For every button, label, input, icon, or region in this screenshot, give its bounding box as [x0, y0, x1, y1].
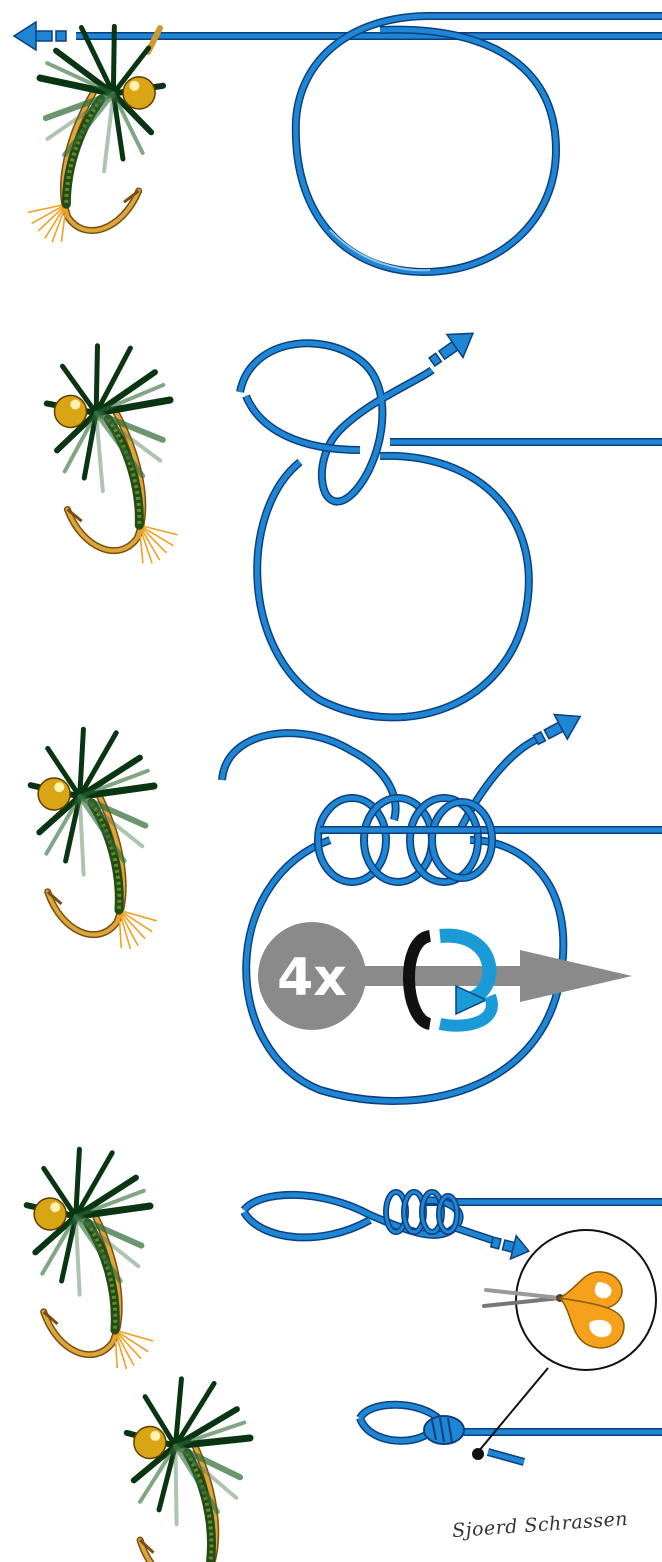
step-4 — [20, 1141, 662, 1562]
fishing-line — [218, 729, 662, 1105]
scissors-callout — [472, 1229, 657, 1460]
finished-knot — [423, 1415, 465, 1445]
step-2 — [38, 322, 662, 722]
fly-icon — [20, 1141, 172, 1380]
wrap-count-badge: 4x — [258, 922, 366, 1030]
fly-icon — [38, 335, 197, 577]
fly-icon — [7, 13, 173, 257]
fishing-line — [76, 12, 662, 277]
scissors-icon — [482, 1271, 625, 1349]
step-3: 4x — [24, 713, 662, 1105]
line-wraps — [383, 1189, 460, 1235]
fly-icon — [24, 721, 176, 960]
rotation-icon — [340, 928, 632, 1032]
direction-arrow-icon — [428, 332, 475, 368]
fishing-line — [236, 339, 662, 722]
direction-arrow-icon — [12, 20, 67, 52]
direction-arrow-icon — [489, 1234, 531, 1261]
direction-arrow-icon — [532, 713, 582, 746]
line-wraps — [314, 794, 496, 886]
wrap-count-label: 4x — [277, 948, 347, 1008]
step-1 — [7, 12, 662, 277]
fly-icon — [122, 1372, 267, 1562]
